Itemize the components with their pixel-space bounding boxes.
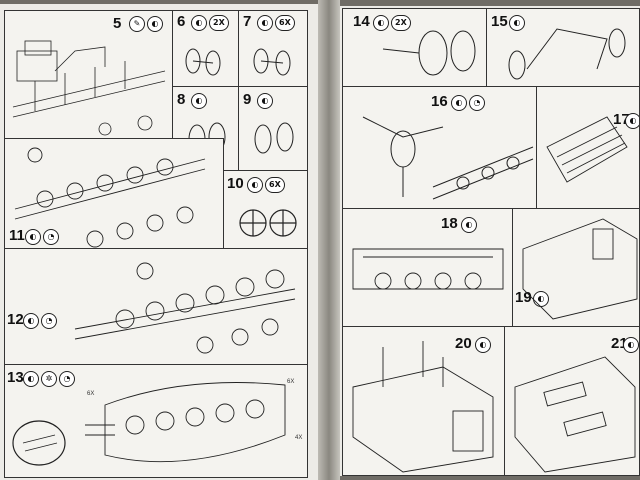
step-icons: ✎ ◐ <box>129 16 163 32</box>
hull-interior-drawing <box>352 341 494 473</box>
paint-icon: ◐ <box>475 337 491 353</box>
quantity-callout: 6X <box>287 379 295 385</box>
step-20-panel: 20 ◐ <box>342 326 506 476</box>
step-16-panel: 16 ◐ ◔ <box>342 86 538 210</box>
quantity-badge: 2X <box>391 15 411 31</box>
step-icons: ◐ <box>623 337 639 353</box>
step-icons: ◐ <box>257 93 273 109</box>
step-14-panel: 14 ◐ 2X <box>342 8 488 88</box>
step-21-panel: 21 ◐ <box>504 326 640 476</box>
step-5-panel: 5 ✎ ◐ <box>4 10 174 140</box>
brush-icon: ✎ <box>129 16 145 32</box>
step-12-panel: 12 ◐ ◔ <box>4 248 308 366</box>
seats-drawing <box>514 356 636 473</box>
step-number: 11 <box>9 227 25 244</box>
running-gear-drawing <box>14 147 206 248</box>
track-assembly-drawing <box>12 382 286 466</box>
step-17-panel: 17 ◐ <box>536 86 640 210</box>
right-page: 14 ◐ 2X 15 ◐ <box>340 6 640 476</box>
step-icons: ◐ <box>461 217 477 233</box>
step-number: 15 <box>491 13 508 30</box>
quantity-badge: 6X <box>265 177 285 193</box>
paint-icon: ◐ <box>191 15 207 31</box>
spoked-wheels-drawing <box>239 209 297 237</box>
front-wheel-assembly-drawing <box>362 116 534 200</box>
step-number: 5 <box>113 15 122 32</box>
step-number: 12 <box>7 311 24 328</box>
step-6-panel: 6 ◐ 2X <box>172 10 240 88</box>
quantity-callout: 6X <box>87 391 95 397</box>
step-number: 18 <box>441 215 458 232</box>
step-icons: ◐ ✲ ◔ <box>23 371 75 387</box>
paint-icon: ◐ <box>25 229 41 245</box>
paint-icon: ◐ <box>23 313 39 329</box>
step-9-panel: 9 ◐ <box>238 86 308 172</box>
chassis-drawing <box>12 40 166 136</box>
step-7-panel: 7 ◐ 6X <box>238 10 308 88</box>
track-links-drawing <box>546 116 628 183</box>
paint-icon: ◐ <box>191 93 207 109</box>
quantity-badge: 6X <box>275 15 295 31</box>
step-number: 13 <box>7 369 24 386</box>
suspension-drawing <box>74 262 296 354</box>
step-13-panel: 13 ◐ ✲ ◔ 6X 4X 6X <box>4 364 308 478</box>
step-icons: ◐ <box>475 337 491 353</box>
step-15-panel: 15 ◐ <box>486 8 640 88</box>
paint-icon: ◐ <box>247 177 263 193</box>
paint-icon: ◐ <box>623 337 639 353</box>
step-icons: ◐ ◔ <box>451 95 485 111</box>
glue-icon: ◔ <box>41 313 57 329</box>
decal-icon: ✲ <box>41 371 57 387</box>
paint-icon: ◐ <box>257 93 273 109</box>
axle-drawing <box>508 28 626 80</box>
step-icons: ◐ ◔ <box>25 229 59 245</box>
paint-icon: ◐ <box>23 371 39 387</box>
step-icons: ◐ 2X <box>191 15 229 31</box>
quantity-badge: 2X <box>209 15 229 31</box>
step-icons: ◐ <box>191 93 207 109</box>
step-number: 7 <box>243 13 252 30</box>
paint-icon: ◐ <box>461 217 477 233</box>
wheel-pair-drawing <box>253 48 291 76</box>
page-gutter <box>318 0 340 480</box>
left-page: 5 ✎ ◐ 6 ◐ 2X <box>0 4 318 480</box>
paint-icon: ◐ <box>147 16 163 32</box>
quantity-callout: 4X <box>295 435 303 441</box>
step-number: 20 <box>455 335 472 352</box>
step-number: 14 <box>353 13 370 30</box>
glue-icon: ◔ <box>469 95 485 111</box>
step-number: 16 <box>431 93 448 110</box>
step-number: 8 <box>177 91 186 108</box>
paint-icon: ◐ <box>373 15 389 31</box>
glue-icon: ◔ <box>59 371 75 387</box>
step-11-panel: 11 ◐ ◔ <box>4 138 224 250</box>
paint-icon: ◐ <box>625 113 639 129</box>
step-10-panel: 10 ◐ 6X <box>222 170 308 250</box>
paint-icon: ◐ <box>257 15 273 31</box>
step-number: 10 <box>227 175 244 192</box>
step-18-panel: 18 ◐ <box>342 208 514 328</box>
paint-icon: ◐ <box>451 95 467 111</box>
step-icons: ◐ 2X <box>373 15 411 31</box>
drive-wheel-drawing <box>382 30 476 76</box>
step-icons: ◐ <box>625 113 639 129</box>
step-icons: ◐ 6X <box>247 177 285 193</box>
paint-icon: ◐ <box>509 15 525 31</box>
step-number: 6 <box>177 13 186 30</box>
wheel-pair-drawing <box>185 48 221 76</box>
track-run-drawing <box>352 248 504 290</box>
step-icons: ◐ <box>509 15 525 31</box>
step-number: 9 <box>243 91 252 108</box>
step-icons: ◐ 6X <box>257 15 295 31</box>
glue-icon: ◔ <box>43 229 59 245</box>
wheel-pair-drawing <box>254 122 294 154</box>
step-icons: ◐ ◔ <box>23 313 57 329</box>
hull-floor-drawing <box>522 218 638 320</box>
step-19-panel: 19 ◐ <box>512 208 640 328</box>
